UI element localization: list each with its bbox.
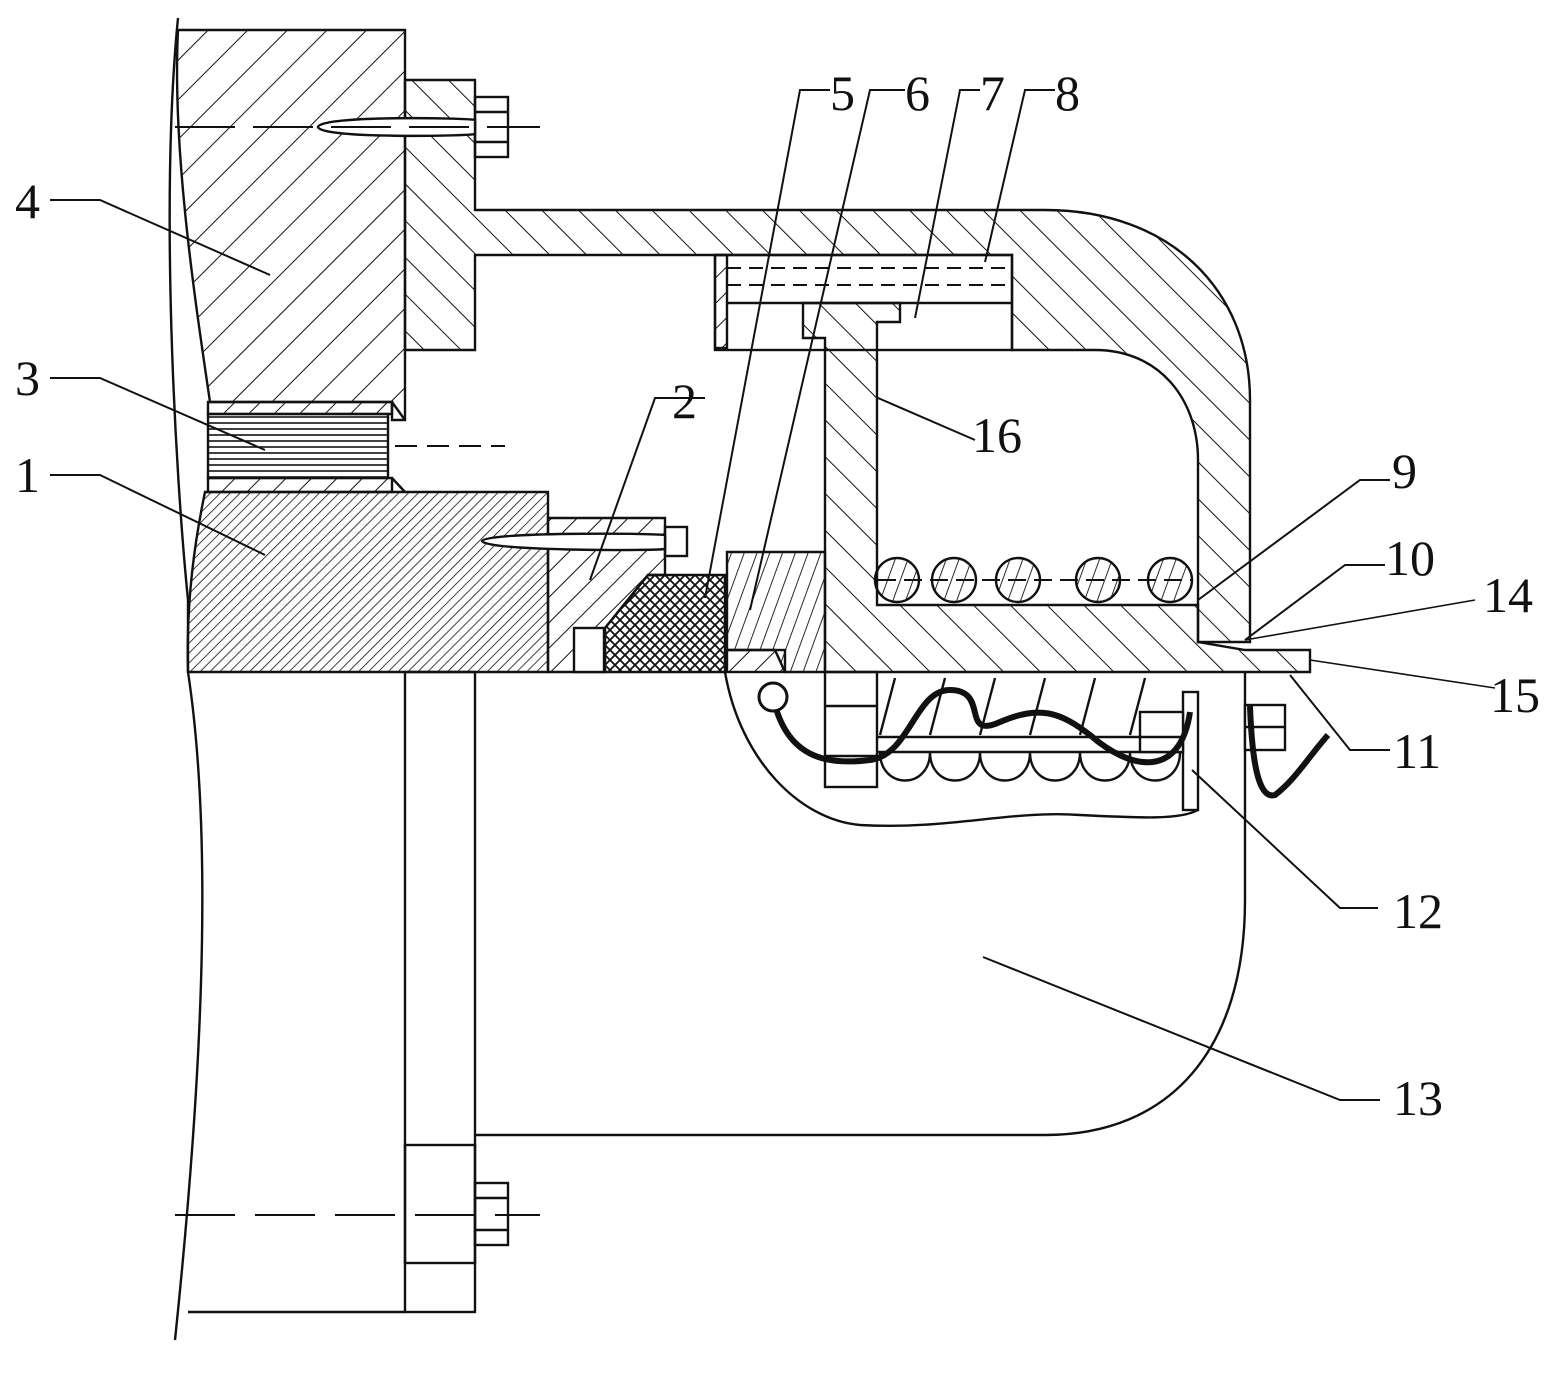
callout-7: 7 bbox=[980, 65, 1005, 121]
callout-1: 1 bbox=[15, 447, 40, 503]
callout-10: 10 bbox=[1385, 530, 1435, 586]
part-4-upper-block bbox=[177, 30, 405, 420]
callout-2: 2 bbox=[672, 373, 697, 429]
callout-5: 5 bbox=[830, 65, 855, 121]
spring-assembly bbox=[825, 672, 1285, 810]
callout-6: 6 bbox=[905, 65, 930, 121]
callout-15: 15 bbox=[1490, 667, 1540, 723]
part-1-ring bbox=[188, 492, 548, 672]
callout-3: 3 bbox=[15, 350, 40, 406]
callout-14: 14 bbox=[1483, 567, 1533, 623]
callout-4: 4 bbox=[15, 173, 40, 229]
part-3-shim-stack bbox=[208, 402, 505, 492]
callout-11: 11 bbox=[1393, 723, 1441, 779]
callout-16: 16 bbox=[972, 407, 1022, 463]
part-13-lower-housing bbox=[475, 672, 1245, 1135]
callout-9: 9 bbox=[1392, 443, 1417, 499]
ball-row bbox=[875, 558, 1192, 602]
callout-13: 13 bbox=[1393, 1070, 1443, 1126]
bottom-bolt bbox=[175, 1183, 540, 1245]
callout-12: 12 bbox=[1393, 883, 1443, 939]
callout-8: 8 bbox=[1055, 65, 1080, 121]
